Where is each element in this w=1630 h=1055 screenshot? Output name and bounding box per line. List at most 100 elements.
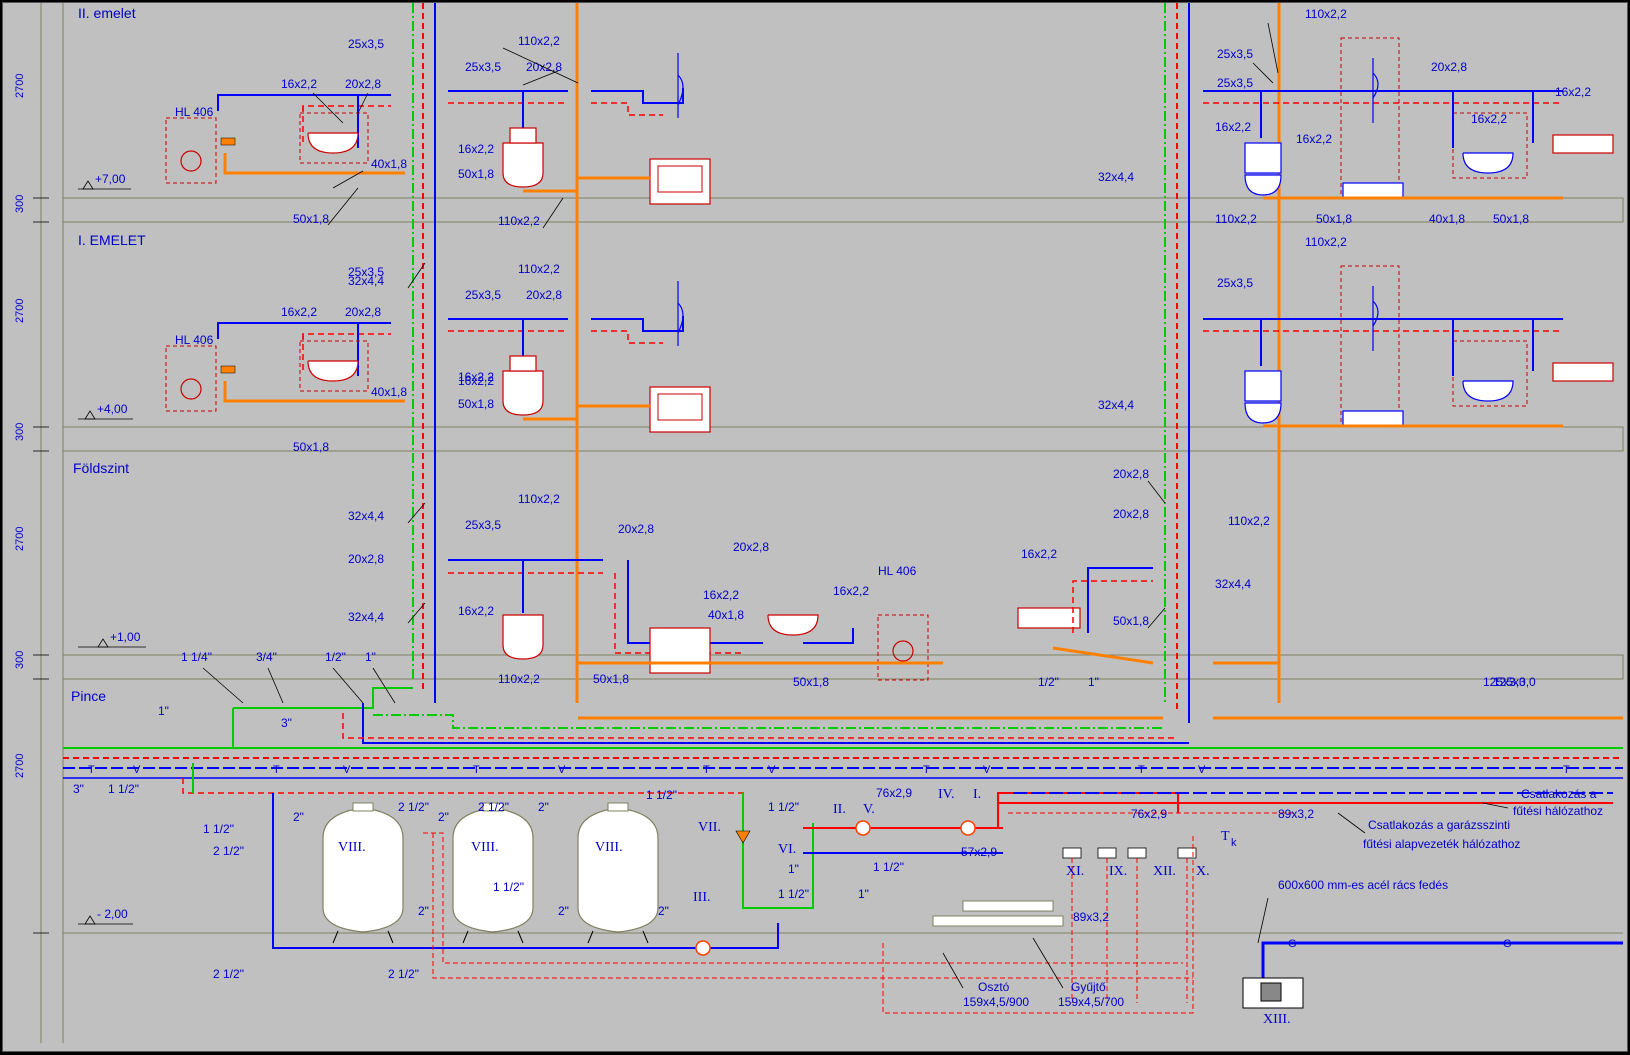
heating-supply — [983, 792, 1179, 829]
hot-water-branch — [591, 330, 663, 344]
flow-mark: V — [343, 764, 351, 776]
hot-water-main — [342, 713, 1177, 739]
pipe-label: 125x3,0 — [1483, 675, 1526, 689]
leader-line — [407, 602, 426, 624]
pipe-label: 89x3,2 — [1278, 807, 1314, 821]
pipe-label: 110x2,2 — [1228, 514, 1270, 528]
annotation: 159x4,5/900 — [963, 995, 1029, 1009]
drain-mark: G — [1288, 938, 1297, 950]
equipment-mark: XIII. — [1263, 1012, 1291, 1027]
pipe-label: 50x1,8 — [793, 675, 829, 689]
check-valve-icon — [735, 830, 751, 844]
pipe-label: 32x4,4 — [1215, 577, 1251, 591]
flow-mark: T — [1138, 764, 1145, 776]
tank-leg — [587, 930, 594, 944]
pipe-label: 2" — [538, 800, 549, 814]
pipe-label: 2" — [658, 904, 669, 918]
annotation: fűtési alapvezeték hálózathoz — [1363, 837, 1520, 851]
pipe-label: 2 1/2" — [398, 800, 429, 814]
washing-machine-drum — [180, 378, 202, 400]
shower-head-icon — [677, 74, 684, 106]
pipe-label: 40x1,8 — [1429, 212, 1465, 226]
pipe-label: 76x2,9 — [1131, 807, 1167, 821]
pipe-label: 50x1,8 — [458, 397, 494, 411]
equipment-mark: VII. — [698, 820, 721, 835]
washing-machine — [165, 117, 217, 184]
annotation: Osztó — [978, 980, 1010, 994]
annotation: Csatlakozás a garázsszinti — [1368, 818, 1510, 832]
annotation: 159x4,5/700 — [1058, 995, 1124, 1009]
washbasin-area — [299, 340, 369, 392]
hot-water-loop — [432, 833, 1193, 979]
pipe-label: 20x2,8 — [1431, 60, 1467, 74]
valve-icon — [220, 137, 236, 146]
hot-water-branch — [302, 105, 391, 111]
pipe-label: 16x2,2 — [458, 374, 494, 388]
equipment-mark: III. — [693, 890, 711, 905]
pipe-label: 32x4,4 — [1098, 170, 1134, 184]
pipe-label: 50x1,8 — [593, 672, 629, 686]
leader-line — [332, 170, 364, 189]
equipment-mark: II. — [833, 802, 846, 817]
washbasin-icon — [1462, 380, 1514, 402]
drain-line — [1261, 941, 1623, 993]
wc-tank-icon — [1244, 142, 1282, 174]
drain-branch — [1052, 646, 1154, 665]
leader-line — [942, 952, 964, 989]
annotation: fűtési hálózathoz — [1513, 804, 1603, 818]
floor-name: Pince — [71, 688, 106, 704]
pipe-label: 20x2,8 — [1113, 467, 1149, 481]
pipe-label: 32x4,4 — [1098, 398, 1134, 412]
sink-icon — [649, 627, 711, 674]
shower-head-icon — [1372, 300, 1379, 327]
leader-line — [542, 197, 564, 229]
flow-mark: V — [558, 764, 566, 776]
annotation: Gyűjtő — [1071, 980, 1106, 994]
circulation-main — [373, 714, 1165, 729]
pump-icon — [855, 820, 871, 836]
pipe-label: 110x2,2 — [518, 492, 560, 506]
pipe-label: 16x2,2 — [1296, 132, 1332, 146]
pipe-label: 16x2,2 — [281, 77, 317, 91]
leader-line — [1482, 802, 1509, 809]
drain-branch — [223, 381, 405, 403]
pipe-label: 16x2,2 — [458, 370, 494, 384]
elevation-triangle — [97, 638, 109, 648]
cold-water-branch — [591, 316, 684, 332]
elevation-triangle — [84, 410, 96, 420]
leader-line — [332, 667, 364, 704]
pipe-label: 50x1,8 — [293, 440, 329, 454]
hot-water-branch — [1072, 580, 1153, 633]
flow-mark: T — [923, 764, 930, 776]
tank-cap — [482, 802, 504, 812]
leader-line — [502, 47, 579, 84]
elevation-triangle — [82, 180, 94, 190]
bathtub-icon — [1342, 182, 1404, 199]
storage-tank — [577, 807, 659, 933]
wc-tank-icon — [509, 355, 537, 372]
leader-line — [1147, 607, 1166, 629]
flow-mark: V — [1198, 764, 1206, 776]
pipe-label: 1 1/2" — [768, 800, 799, 814]
sink-basin-icon — [657, 393, 703, 421]
flow-mark: T — [88, 764, 95, 776]
floor-name: Földszint — [73, 460, 129, 476]
pipe-label: 1" — [158, 704, 169, 718]
heating-circuit-box — [1127, 847, 1147, 859]
pipe-label: 110x2,2 — [518, 262, 560, 276]
leader-line — [1337, 812, 1366, 834]
pump-icon — [960, 820, 976, 836]
kitchen-sink-icon — [1552, 362, 1614, 382]
pipe-label: 1 1/2" — [493, 880, 524, 894]
leader-line — [1267, 22, 1279, 74]
pipe-label: 16x2,2 — [458, 604, 494, 618]
pipe-label: 50x1,8 — [1493, 212, 1529, 226]
leader-line — [1032, 937, 1064, 989]
pipe-label: 20x2,8 — [345, 305, 381, 319]
flow-mark: V — [133, 764, 141, 776]
pipe-label: 110x2,2 — [498, 214, 540, 228]
circulation-loop — [742, 793, 814, 909]
leader-line — [312, 92, 344, 124]
